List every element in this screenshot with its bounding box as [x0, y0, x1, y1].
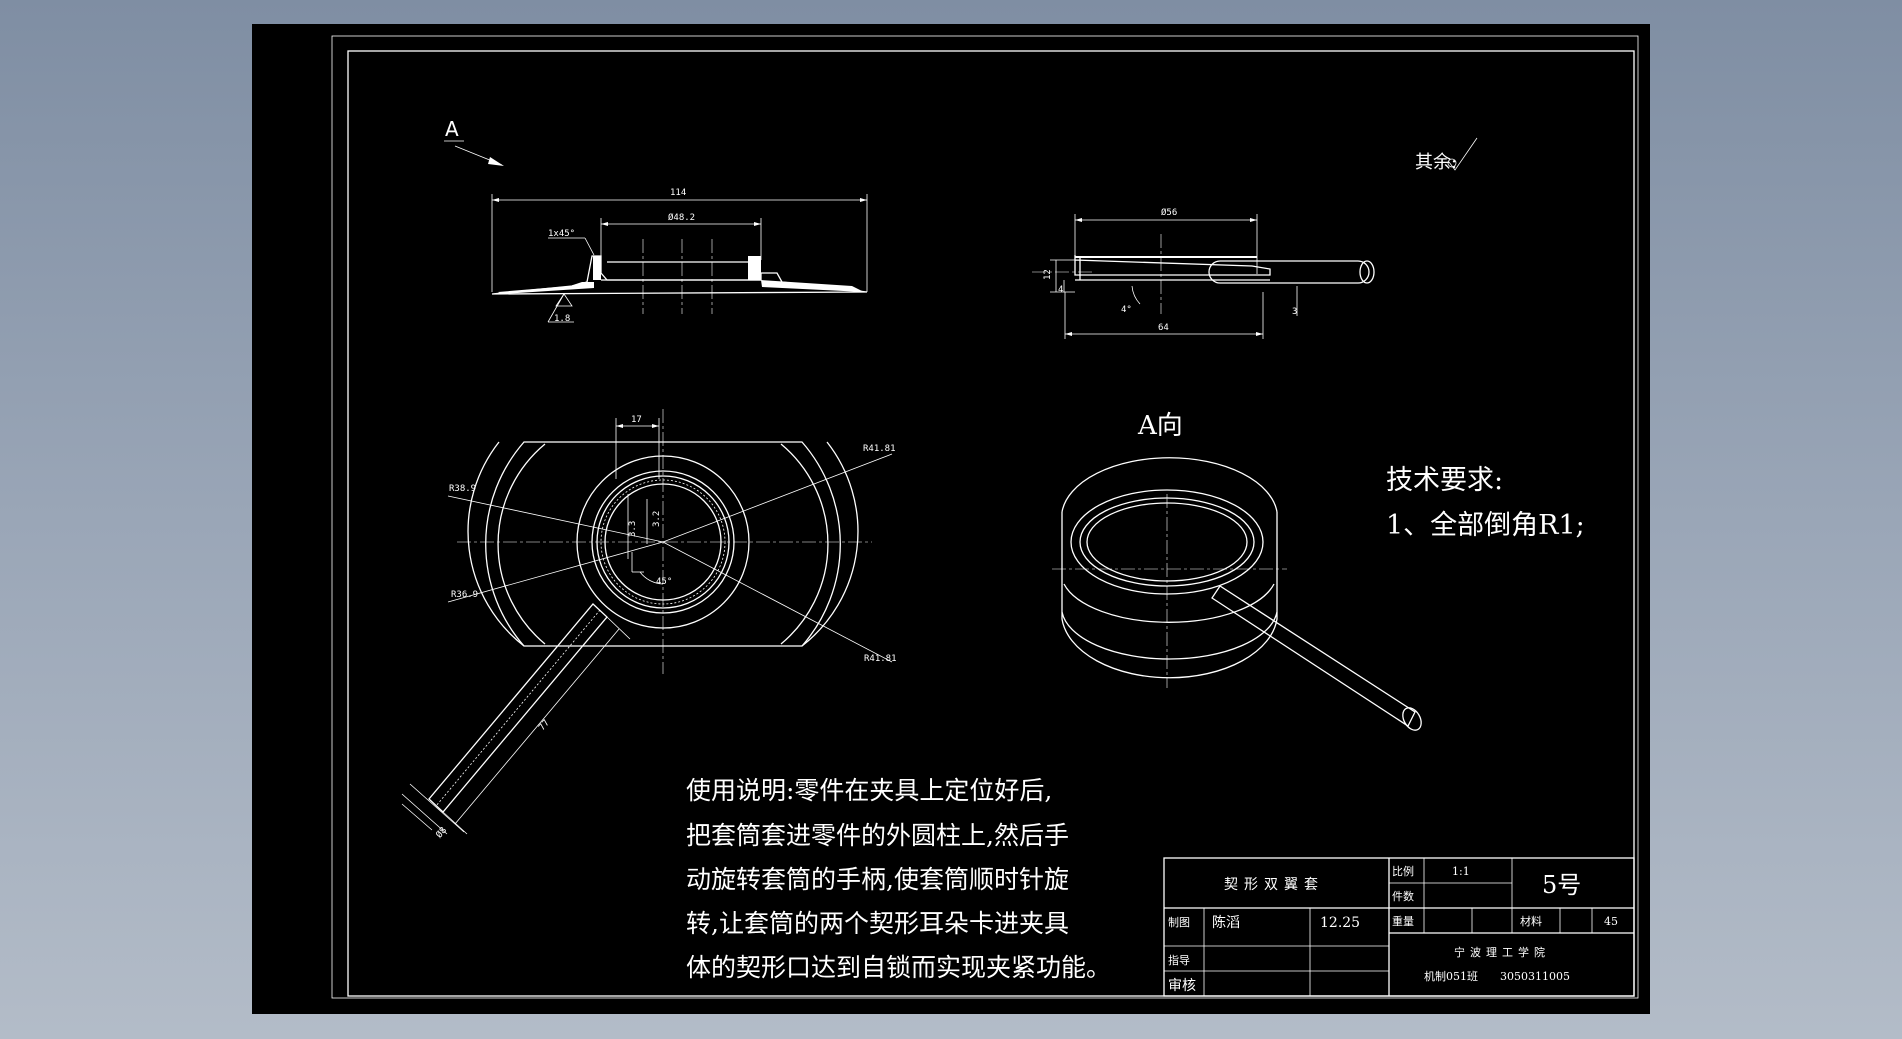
- dim-r38: R38.9: [449, 484, 476, 494]
- dim-114: 114: [670, 188, 686, 198]
- tb-drawn-name: 陈滔: [1212, 914, 1240, 931]
- tech-req-title: 技术要求:: [1386, 465, 1503, 496]
- dim-chamfer: 1x45°: [548, 229, 575, 239]
- tb-school: 宁波理工学院: [1454, 945, 1550, 959]
- usage-line-2: 把套筒套进零件的外圆柱上,然后手: [686, 821, 1069, 850]
- drawing-sheet: A 其余: 114 Ø48.2 1x45°: [252, 24, 1650, 1014]
- tb-class: 机制051班: [1424, 969, 1478, 983]
- tb-student-no: 3050311005: [1500, 970, 1570, 983]
- dim-bore: Ø48.2: [668, 212, 695, 223]
- usage-line-3: 动旋转套筒的手柄,使套筒顺时针旋: [686, 865, 1069, 894]
- tb-part-name: 契形双翼套: [1224, 877, 1324, 893]
- dim-dia8: Ø8: [434, 825, 449, 840]
- dim-64: 64: [1158, 323, 1169, 333]
- usage-note: 使用说明:零件在夹具上定位好后, 把套筒套进零件的外圆柱上,然后手 动旋转套筒的…: [686, 776, 1111, 982]
- dim-4: 4: [1058, 285, 1063, 295]
- tech-req-item1: 1、全部倒角R1;: [1386, 510, 1585, 541]
- usage-line-4: 转,让套筒的两个契形耳朵卡进夹具: [686, 909, 1069, 938]
- tb-review-label: 审核: [1168, 978, 1196, 994]
- view-a-title: A向: [1137, 411, 1183, 441]
- dim-dia56: Ø56: [1161, 207, 1177, 218]
- dim-3-2: 3.2: [652, 511, 662, 527]
- tb-weight-label: 重量: [1392, 914, 1414, 928]
- dim-r36: R36.9: [451, 590, 478, 600]
- tb-drawn-date: 12.25: [1320, 915, 1360, 931]
- dim-77: 77: [537, 718, 552, 733]
- tech-requirements: 技术要求: 1、全部倒角R1;: [1386, 465, 1585, 541]
- dim-r41-bottom: R41.81: [864, 654, 897, 664]
- side-view-handle: [1208, 260, 1370, 284]
- usage-line-5: 体的契形口达到自锁而实现夹紧功能。: [686, 953, 1111, 982]
- inner-border: [347, 50, 1635, 997]
- roughness-symbol: [1448, 137, 1478, 171]
- tb-drawing-no: 5号: [1542, 871, 1581, 899]
- view-a-top-rim: [1061, 457, 1278, 513]
- dim-3-3: 3.3: [628, 521, 638, 537]
- dim-thickness: 1.8: [554, 314, 570, 324]
- plan-view: 17 R41.81 R41.81 R38.9 R36.9 3.3 3.2 45°…: [401, 409, 897, 840]
- plan-handle: [428, 603, 608, 813]
- tb-material-value: 45: [1604, 915, 1618, 928]
- view-arrow-label: A: [445, 117, 459, 141]
- dim-45: 45°: [656, 577, 672, 587]
- roughness-note: 其余:: [1415, 137, 1478, 173]
- dim-angle4: 4°: [1121, 305, 1132, 315]
- dim-12: 12: [1043, 269, 1053, 280]
- cad-drawing: A 其余: 114 Ø48.2 1x45°: [331, 35, 1639, 999]
- dim-r41-top: R41.81: [863, 444, 896, 454]
- view-a-handle: [1211, 585, 1416, 727]
- outer-frame: [331, 35, 1639, 999]
- usage-line-1: 使用说明:零件在夹具上定位好后,: [686, 776, 1052, 805]
- tb-material-label: 材料: [1520, 914, 1542, 928]
- dim-3: 3: [1292, 307, 1297, 317]
- tb-scale-value: 1:1: [1452, 865, 1470, 878]
- dim-17: 17: [631, 415, 642, 425]
- tb-guide-label: 指导: [1168, 953, 1190, 967]
- view-arrow-a: A: [444, 117, 504, 166]
- tb-scale-label: 比例: [1392, 864, 1414, 878]
- roughness-label: 其余:: [1415, 152, 1457, 173]
- tb-qty-label: 件数: [1392, 890, 1414, 903]
- tb-drawn-label: 制图: [1168, 916, 1190, 929]
- view-a: A向: [1052, 411, 1422, 731]
- section-view-side: Ø56 12 4 4° 64 3: [1032, 207, 1375, 339]
- section-view-front: 114 Ø48.2 1x45° 1.8: [491, 188, 868, 324]
- title-block: 契形双翼套 比例 1:1 件数 5号 制图 陈滔 12.25 重量 材料 45 …: [1163, 857, 1635, 997]
